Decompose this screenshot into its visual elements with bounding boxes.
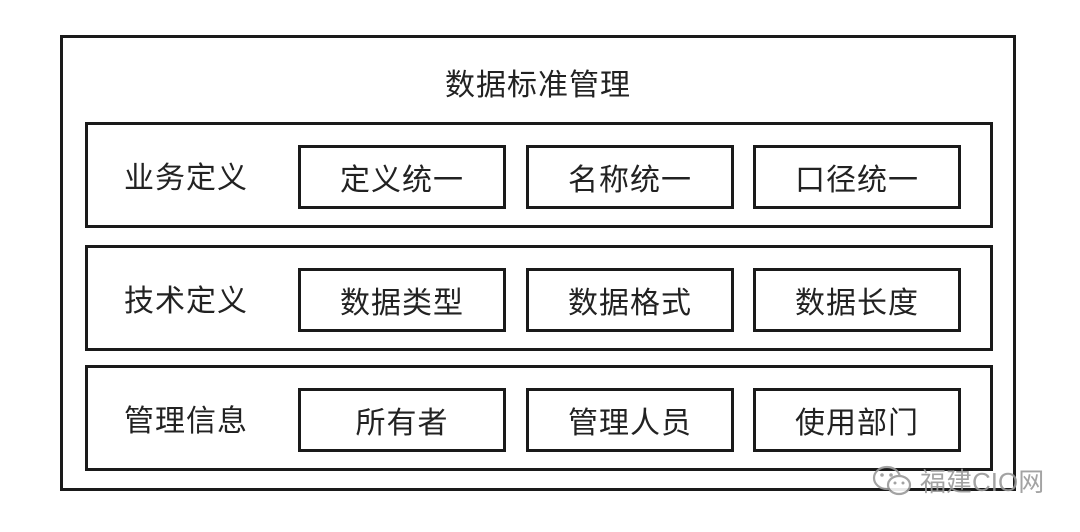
item-box: 管理人员 xyxy=(526,388,734,452)
item-box: 使用部门 xyxy=(753,388,961,452)
item-box: 数据格式 xyxy=(526,268,734,332)
item-box: 所有者 xyxy=(298,388,506,452)
data-standard-management-frame: 数据标准管理 业务定义 定义统一 名称统一 口径统一 技术定义 数据类型 数据格… xyxy=(60,35,1016,491)
row-technical-definition: 技术定义 数据类型 数据格式 数据长度 xyxy=(85,245,993,351)
row-label: 管理信息 xyxy=(124,404,248,439)
item-box: 数据长度 xyxy=(753,268,961,332)
row-label: 技术定义 xyxy=(124,284,248,319)
diagram-title: 数据标准管理 xyxy=(445,68,631,103)
watermark: 福建CIO网 xyxy=(872,462,1044,499)
watermark-text: 福建CIO网 xyxy=(920,467,1045,497)
wechat-icon xyxy=(872,465,912,495)
item-box: 口径统一 xyxy=(753,145,961,209)
item-box: 数据类型 xyxy=(298,268,506,332)
row-business-definition: 业务定义 定义统一 名称统一 口径统一 xyxy=(85,122,993,228)
item-box: 名称统一 xyxy=(526,145,734,209)
row-label: 业务定义 xyxy=(124,161,248,196)
item-box: 定义统一 xyxy=(298,145,506,209)
row-management-info: 管理信息 所有者 管理人员 使用部门 xyxy=(85,365,993,471)
